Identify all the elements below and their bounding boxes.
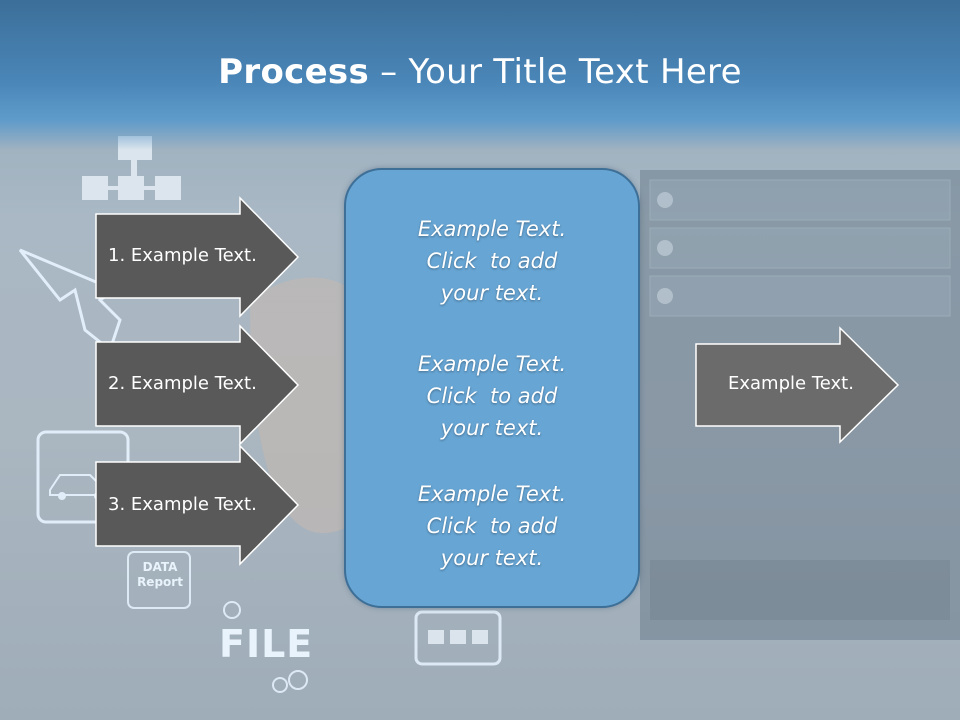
slide-title[interactable]: Process – Your Title Text Here — [0, 52, 960, 92]
center-text-box[interactable] — [344, 168, 640, 608]
arrow-label-2: 2. Example Text. — [108, 373, 257, 394]
gear-icon — [223, 601, 308, 693]
center-block-1-line1: Example Text. — [417, 217, 567, 241]
center-block-2-line3: your text. — [440, 416, 544, 440]
title-bar — [0, 0, 960, 150]
right-arrow-label: Example Text. — [728, 373, 854, 394]
center-block-2-line1: Example Text. — [417, 352, 567, 376]
data-report-line2: Report — [137, 575, 183, 589]
center-text-block-3: Example Text. Click to add your text. — [344, 478, 640, 574]
center-block-1-line3: your text. — [440, 281, 544, 305]
server-rack-icon — [640, 170, 960, 640]
data-report-text: DATA Report — [136, 560, 184, 590]
data-report-line1: DATA — [142, 560, 178, 574]
arrow-label-3: 3. Example Text. — [108, 494, 257, 515]
center-text-block-1: Example Text. Click to add your text. — [344, 213, 640, 309]
arrow-shape-2[interactable] — [95, 324, 300, 446]
center-block-3-line1: Example Text. — [417, 482, 567, 506]
title-rest-text: – Your Title Text Here — [369, 52, 742, 92]
title-bold-text: Process — [218, 52, 370, 92]
center-block-3-line3: your text. — [440, 546, 544, 570]
center-block-3-line2: Click to add — [426, 514, 558, 538]
arrow-shape-3[interactable] — [95, 444, 300, 566]
arrow-label-1: 1. Example Text. — [108, 245, 257, 266]
center-block-2-line2: Click to add — [426, 384, 558, 408]
arrow-shape-1[interactable] — [95, 196, 300, 318]
file-text: FILE — [219, 622, 314, 666]
right-arrow-shape[interactable] — [695, 326, 900, 444]
center-text-block-2: Example Text. Click to add your text. — [344, 348, 640, 444]
center-block-1-line2: Click to add — [426, 249, 558, 273]
